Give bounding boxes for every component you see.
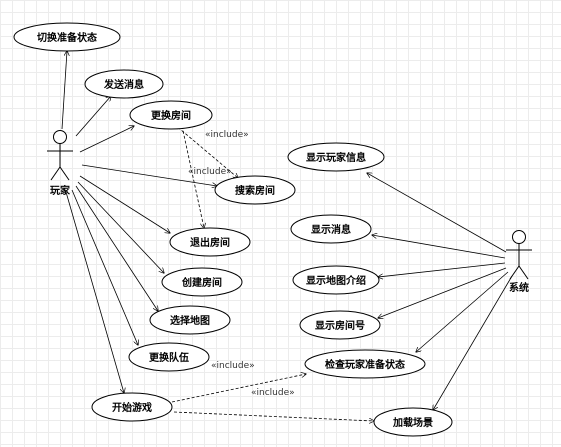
assoc-player-select-map: [75, 185, 158, 311]
usecase-start-game[interactable]: 开始游戏: [91, 392, 173, 422]
usecase-check-ready-label: 检查玩家准备状态: [325, 358, 405, 371]
usecase-show-message-label: 显示消息: [311, 223, 351, 236]
assoc-system-check-ready: [416, 271, 509, 352]
usecase-change-room-label: 更换房间: [151, 109, 191, 122]
actor-player-label: 玩家: [50, 184, 71, 197]
usecase-load-scene-label: 加载场景: [392, 416, 433, 429]
assoc-player-toggle-ready: [61, 51, 67, 130]
assoc-system-show-message: [372, 235, 506, 259]
assoc-system-show-room-number: [378, 267, 507, 318]
usecase-check-ready[interactable]: 检查玩家准备状态: [304, 349, 426, 379]
usecase-select-map[interactable]: 选择地图: [149, 305, 231, 335]
usecase-show-map-intro-label: 显示地图介绍: [306, 274, 366, 287]
assoc-system-show-map-intro: [378, 262, 506, 277]
system-associations: [367, 173, 513, 410]
usecase-toggle-ready[interactable]: 切换准备状态: [13, 22, 121, 52]
usecase-change-team-label: 更换队伍: [149, 351, 189, 364]
usecase-start-game-label: 开始游戏: [112, 401, 152, 414]
include-change-room-search-room: [173, 123, 238, 178]
usecase-search-room[interactable]: 搜索房间: [214, 175, 296, 205]
usecase-select-map-label: 选择地图: [170, 314, 210, 327]
usecase-exit-room[interactable]: 退出房间: [169, 227, 251, 257]
usecase-send-message-label: 发送消息: [103, 78, 144, 91]
usecase-send-message[interactable]: 发送消息: [84, 69, 164, 99]
include-dependencies: [171, 123, 374, 421]
assoc-system-show-player-info: [367, 173, 507, 253]
actor-system-label: 系统: [509, 281, 529, 294]
usecase-show-room-number[interactable]: 显示房间号: [299, 310, 381, 340]
stereotype-label: «include»: [205, 130, 249, 140]
stereotype-label: «include»: [211, 361, 255, 371]
usecase-create-room[interactable]: 创建房间: [161, 267, 243, 297]
usecase-exit-room-label: 退出房间: [190, 236, 230, 249]
player-associations: [61, 51, 217, 393]
stereotype-label: «include»: [251, 388, 295, 398]
actor-player[interactable]: 玩家: [47, 130, 73, 198]
usecase-show-map-intro[interactable]: 显示地图介绍: [292, 265, 380, 295]
usecase-show-room-number-label: 显示房间号: [315, 319, 365, 332]
include-start-game-load-scene: [173, 411, 374, 421]
usecase-change-room[interactable]: 更换房间: [129, 100, 213, 130]
usecase-toggle-ready-label: 切换准备状态: [37, 31, 97, 44]
actor-system[interactable]: 系统: [506, 230, 532, 295]
usecase-show-message[interactable]: 显示消息: [290, 214, 372, 244]
include-start-game-check-ready: [171, 374, 306, 403]
usecase-load-scene[interactable]: 加载场景: [373, 407, 453, 437]
usecase-change-team[interactable]: 更换队伍: [128, 342, 210, 372]
assoc-player-change-room: [79, 126, 134, 153]
assoc-system-load-scene: [433, 275, 513, 410]
usecase-show-player-info[interactable]: 显示玩家信息: [287, 142, 385, 172]
assoc-player-send-message: [75, 96, 111, 137]
stereotype-label: «include»: [188, 167, 232, 177]
usecase-create-room-label: 创建房间: [181, 276, 222, 289]
assoc-player-start-game: [65, 191, 124, 393]
assoc-player-change-team: [71, 189, 138, 345]
usecase-search-room-label: 搜索房间: [235, 184, 275, 197]
include-change-room-exit-room: [181, 125, 204, 228]
assoc-player-exit-room: [79, 175, 170, 233]
assoc-player-create-room: [77, 181, 164, 273]
usecase-show-player-info-label: 显示玩家信息: [306, 151, 366, 164]
